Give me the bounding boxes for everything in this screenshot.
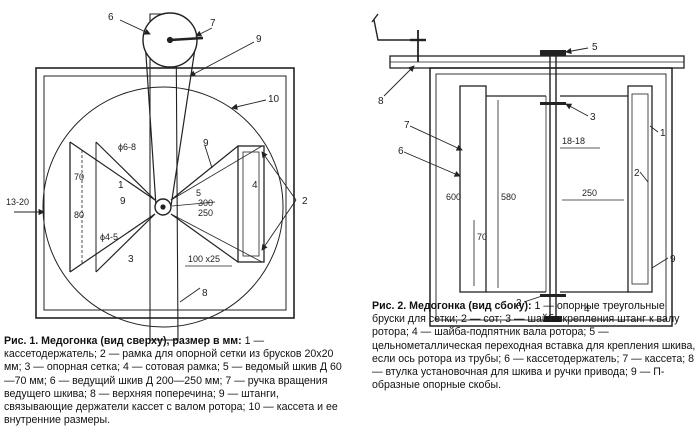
fig2-label-7: 7 xyxy=(404,120,410,131)
figure2-labels: 5 8 7 6 3 1 2 9 3 4 18-18 250 580 600 70 xyxy=(378,42,676,315)
fig1-dim-100x25: 100 x25 xyxy=(188,254,220,264)
fig1-dim-70: 70 xyxy=(74,172,84,182)
figure1-caption-title: Рис. 1. Медогонка (вид сверху), размер в… xyxy=(4,335,242,347)
fig1-label-6: 6 xyxy=(108,12,114,23)
fig1-label-8: 8 xyxy=(202,288,208,299)
fig1-dim-13-20: 13-20 xyxy=(6,197,29,207)
fig2-dim-580: 580 xyxy=(501,192,516,202)
figure2-caption-body: 1 — опорные треугольные бруски для сетки… xyxy=(372,300,696,392)
fig2-cassette-right xyxy=(627,85,653,293)
fig2-housing xyxy=(429,67,673,327)
fig2-label-3a: 3 xyxy=(590,112,596,123)
fig2-dim-250: 250 xyxy=(582,188,597,198)
fig1-label-10: 10 xyxy=(268,94,280,105)
fig1-rotor-circle xyxy=(42,86,284,328)
fig1-dim-5: 5 xyxy=(196,188,201,198)
fig2-label-2: 2 xyxy=(634,168,640,179)
figure1-labels: 6 7 9 10 9 1 9 3 2 4 8 ϕ6-8 ϕ4-5 13-20 7… xyxy=(6,12,308,299)
fig1-dim-80: 80 xyxy=(74,210,84,220)
fig2-cassette-left xyxy=(459,85,487,293)
fig1-label-3: 3 xyxy=(128,254,134,265)
fig1-label-2: 2 xyxy=(302,196,308,207)
fig1-label-1: 1 xyxy=(118,180,124,191)
fig1-label-4: 4 xyxy=(252,180,258,191)
fig2-label-5: 5 xyxy=(592,42,598,53)
fig1-outer-frame xyxy=(35,67,295,319)
fig1-dim-300: 300 xyxy=(198,198,213,208)
fig2-dim-600: 600 xyxy=(446,192,461,202)
fig2-dim-70: 70 xyxy=(477,232,487,242)
fig2-label-4: 4 xyxy=(584,304,590,315)
fig2-label-9: 9 xyxy=(670,254,676,265)
figure2-caption-title: Рис. 2. Медогонка (вид сбоку): xyxy=(372,300,532,312)
fig2-label-3b: 3 xyxy=(516,298,522,309)
figure2-caption: Рис. 2. Медогонка (вид сбоку): 1 — опорн… xyxy=(372,300,696,392)
figure1-caption-body: 1 — кассетодержатель; 2 — рамка для опор… xyxy=(4,335,342,427)
fig1-dim-250: 250 xyxy=(198,208,213,218)
figure2-drawing xyxy=(371,13,685,327)
fig2-label-1: 1 xyxy=(660,128,666,139)
fig1-label-9b: 9 xyxy=(203,138,209,149)
fig1-label-7: 7 xyxy=(210,18,216,29)
figure1-caption: Рис. 1. Медогонка (вид сверху), размер в… xyxy=(4,335,344,427)
fig1-label-9c: 9 xyxy=(120,196,126,207)
fig2-dim-18-18: 18-18 xyxy=(562,136,585,146)
fig1-dim-d45: ϕ4-5 xyxy=(100,232,118,242)
fig2-label-8: 8 xyxy=(378,96,384,107)
fig2-label-6: 6 xyxy=(398,146,404,157)
fig1-label-9a: 9 xyxy=(256,34,262,45)
fig2-crank-handle xyxy=(371,13,420,41)
fig1-inner-frame xyxy=(43,75,287,311)
fig1-cassette-right xyxy=(237,145,265,263)
figure1-drawing xyxy=(14,12,297,341)
fig1-dim-d68: ϕ6-8 xyxy=(118,142,136,152)
